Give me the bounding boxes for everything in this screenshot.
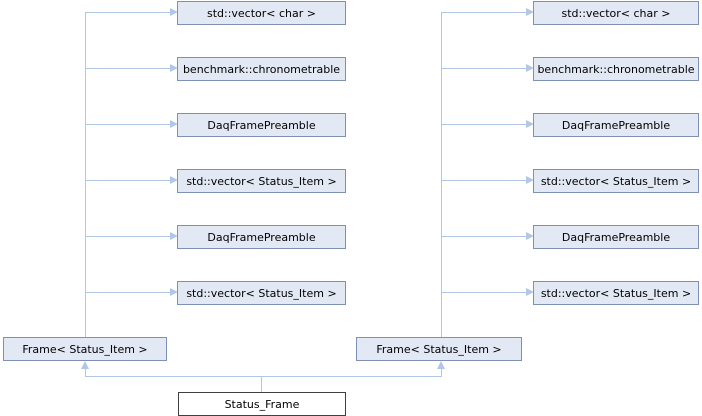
class-box-status-frame[interactable]: Status_Frame bbox=[178, 392, 346, 416]
class-box-right-benchmark-chronometrable[interactable]: benchmark::chronometrable bbox=[533, 57, 699, 81]
class-box-left-daq-frame-preamble-2[interactable]: DaqFramePreamble bbox=[177, 225, 346, 249]
connector-left-branch-3 bbox=[86, 124, 170, 125]
class-box-left-benchmark-chronometrable[interactable]: benchmark::chronometrable bbox=[177, 57, 346, 81]
connector-main-left-riser bbox=[85, 368, 86, 377]
connector-right-branch-2 bbox=[442, 68, 526, 69]
class-box-left-frame-status-item[interactable]: Frame< Status_Item > bbox=[3, 337, 167, 361]
class-box-right-daq-frame-preamble-2[interactable]: DaqFramePreamble bbox=[533, 225, 699, 249]
arrow-to-right-frame bbox=[437, 361, 445, 369]
arrow-to-left-frame bbox=[81, 361, 89, 369]
connector-left-branch-4 bbox=[86, 180, 170, 181]
class-box-left-daq-frame-preamble-1[interactable]: DaqFramePreamble bbox=[177, 113, 346, 137]
connector-left-vertical bbox=[85, 12, 86, 339]
connector-right-vertical bbox=[441, 12, 442, 339]
connector-main-vertical bbox=[261, 376, 262, 392]
connector-right-branch-3 bbox=[442, 124, 526, 125]
class-box-right-std-vector-char[interactable]: std::vector< char > bbox=[533, 1, 699, 25]
class-box-left-std-vector-char[interactable]: std::vector< char > bbox=[177, 1, 346, 25]
connector-main-horizontal bbox=[85, 376, 442, 377]
class-box-left-std-vector-status-item-2[interactable]: std::vector< Status_Item > bbox=[177, 281, 346, 305]
connector-left-branch-6 bbox=[86, 292, 170, 293]
class-box-left-std-vector-status-item-1[interactable]: std::vector< Status_Item > bbox=[177, 169, 346, 193]
connector-left-branch-1 bbox=[86, 12, 170, 13]
class-box-right-std-vector-status-item-1[interactable]: std::vector< Status_Item > bbox=[533, 169, 699, 193]
class-box-right-frame-status-item[interactable]: Frame< Status_Item > bbox=[356, 337, 522, 361]
connector-right-branch-4 bbox=[442, 180, 526, 181]
connector-right-branch-1 bbox=[442, 12, 526, 13]
connector-left-branch-5 bbox=[86, 236, 170, 237]
connector-right-branch-6 bbox=[442, 292, 526, 293]
connector-right-branch-5 bbox=[442, 236, 526, 237]
class-box-right-std-vector-status-item-2[interactable]: std::vector< Status_Item > bbox=[533, 281, 699, 305]
class-box-right-daq-frame-preamble-1[interactable]: DaqFramePreamble bbox=[533, 113, 699, 137]
connector-left-branch-2 bbox=[86, 68, 170, 69]
connector-main-right-riser bbox=[441, 368, 442, 377]
